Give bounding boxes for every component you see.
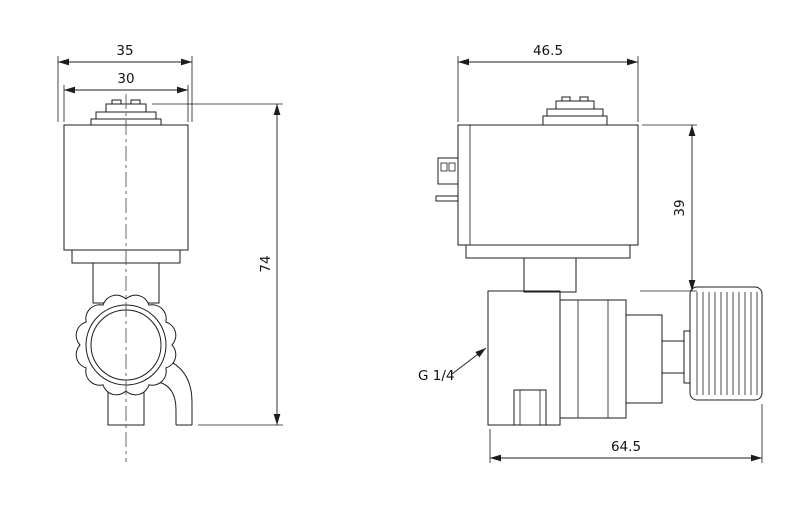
dimension-label-39: 39 bbox=[672, 199, 688, 216]
coil-flange bbox=[465, 244, 631, 259]
connector-pin bbox=[435, 195, 459, 202]
cap-base bbox=[542, 115, 608, 126]
dimension-height: 74 bbox=[152, 103, 283, 426]
cap-top bbox=[555, 100, 595, 110]
adapter bbox=[625, 314, 663, 404]
stem bbox=[661, 340, 685, 374]
side-view: 46.5 39 64.5 G 1/4 bbox=[418, 43, 763, 463]
knurl-lines bbox=[696, 292, 758, 395]
dimension-label-30: 30 bbox=[117, 71, 134, 87]
dimension-coil-height: 39 bbox=[640, 124, 697, 292]
washer bbox=[683, 330, 691, 384]
port-callout: G 1/4 bbox=[418, 347, 487, 384]
cap-nub bbox=[130, 99, 141, 105]
dimension-width-outer: 35 bbox=[57, 43, 193, 122]
front-valve-body bbox=[63, 94, 193, 462]
bottom-port bbox=[513, 389, 547, 426]
coil-body bbox=[457, 124, 639, 246]
front-view: 35 30 74 bbox=[57, 43, 283, 462]
hex-nut bbox=[559, 299, 627, 419]
dimension-label-64-5: 64.5 bbox=[611, 439, 641, 455]
dimension-label-35: 35 bbox=[116, 43, 133, 59]
side-valve-body bbox=[435, 96, 763, 426]
valve-neck bbox=[523, 257, 577, 293]
port-thread-label: G 1/4 bbox=[418, 368, 454, 384]
dimension-label-46-5: 46.5 bbox=[533, 43, 563, 59]
valve-body-block bbox=[487, 290, 561, 426]
elbow-inner bbox=[157, 381, 177, 425]
connector-block bbox=[437, 157, 459, 185]
cap-nub bbox=[579, 96, 589, 102]
knurled-knob bbox=[689, 286, 763, 401]
dimension-label-74: 74 bbox=[258, 255, 274, 272]
cap-mid bbox=[546, 108, 604, 117]
dimension-width-top: 46.5 bbox=[457, 43, 639, 122]
connector-contact bbox=[440, 162, 448, 172]
cap-nub bbox=[561, 96, 571, 102]
leader-line bbox=[451, 347, 487, 375]
dimension-length-bottom: 64.5 bbox=[489, 404, 763, 463]
cap-nub bbox=[111, 99, 122, 105]
connector-contact bbox=[448, 162, 456, 172]
dimension-width-inner: 30 bbox=[63, 71, 189, 122]
